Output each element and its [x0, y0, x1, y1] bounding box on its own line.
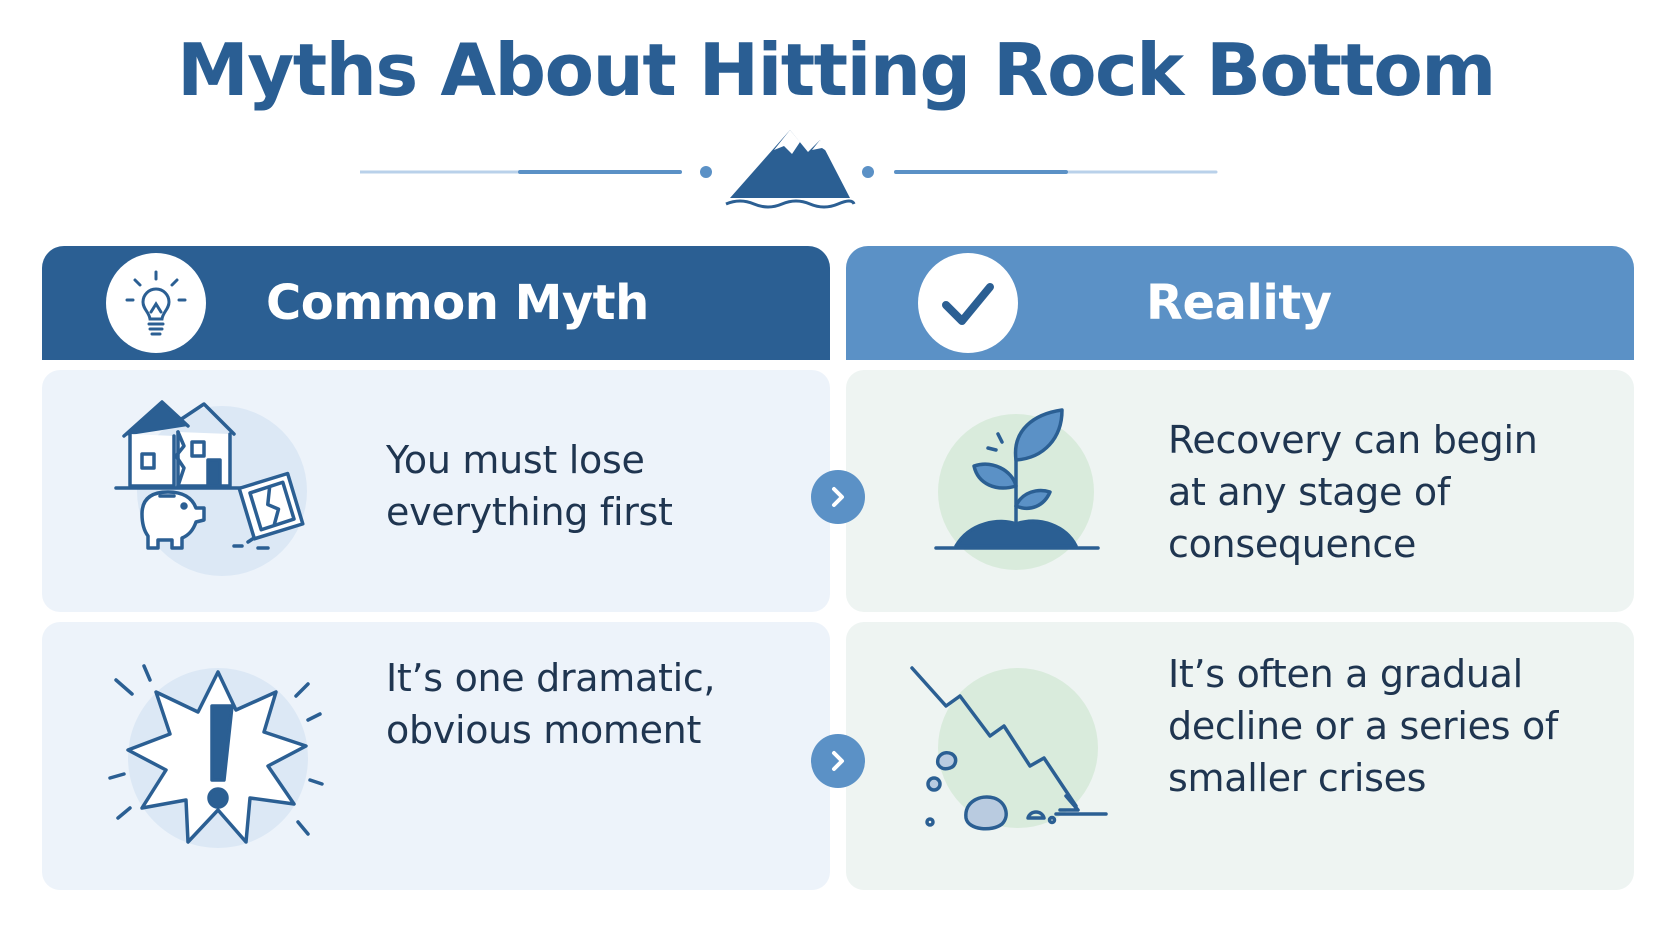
mountain-icon — [725, 130, 856, 209]
myth-text-1: You must lose everything first — [386, 438, 673, 534]
page-title: Myths About Hitting Rock Bottom — [177, 28, 1496, 112]
myth-card-2: It’s one dramatic, obvious moment — [42, 622, 830, 890]
reality-header: Reality — [846, 246, 1634, 360]
chevron-right-icon — [832, 487, 844, 507]
reality-text-2: It’s often a gradual decline or a series… — [1168, 652, 1559, 800]
sprout-icon — [934, 408, 1100, 570]
declining-trend-icon — [910, 666, 1108, 831]
arrow-button-2[interactable] — [811, 734, 865, 788]
myth-header-label: Common Myth — [266, 275, 649, 331]
myth-card-1: You must lose everything first — [42, 370, 830, 612]
myth-text-2: It’s one dramatic, obvious moment — [386, 656, 716, 752]
chevron-right-icon — [832, 751, 844, 771]
reality-card-2: It’s often a gradual decline or a series… — [846, 622, 1634, 890]
title-divider — [360, 130, 1218, 209]
broken-home-icon — [114, 400, 307, 576]
arrow-button-1[interactable] — [811, 470, 865, 524]
lightbulb-icon — [106, 253, 206, 353]
reality-text-1: Recovery can begin at any stage of conse… — [1168, 418, 1538, 566]
reality-header-label: Reality — [1146, 275, 1332, 331]
myth-header: Common Myth — [42, 246, 830, 360]
checkmark-icon — [918, 253, 1018, 353]
exclamation-burst-icon — [108, 664, 324, 848]
reality-card-1: Recovery can begin at any stage of conse… — [846, 370, 1634, 612]
